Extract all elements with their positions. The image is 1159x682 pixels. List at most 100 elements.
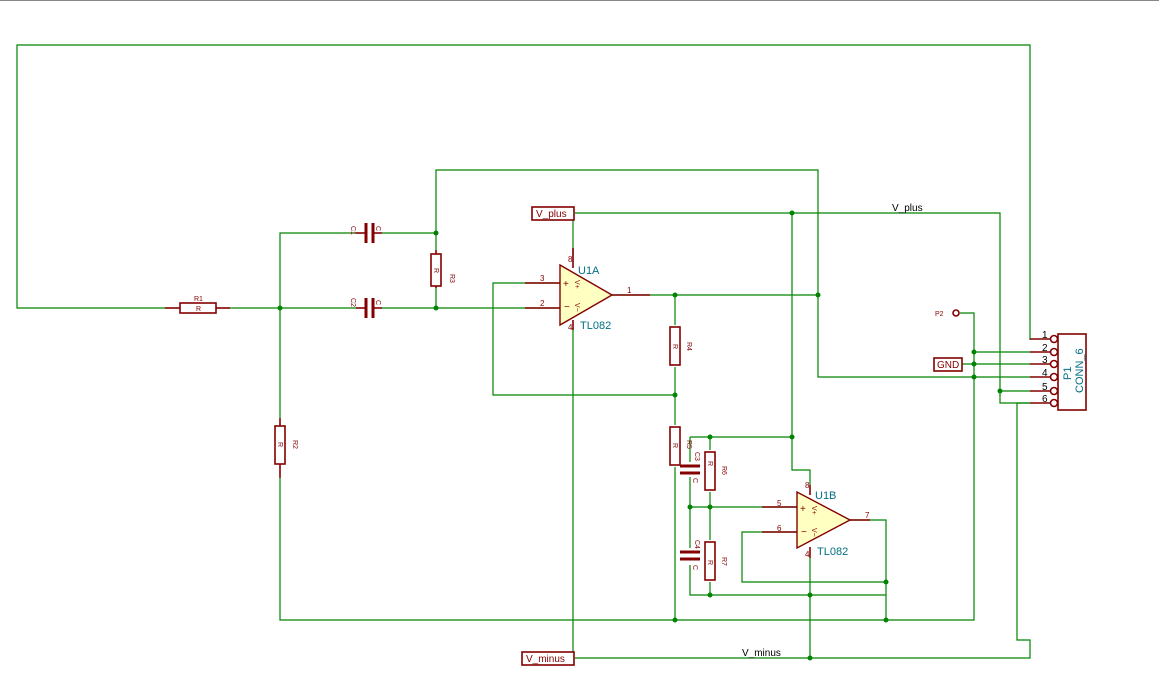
- u1a-ref: U1A: [578, 265, 600, 277]
- u1b-pin-4: 4: [805, 550, 810, 559]
- wire-r7-bottom: [689, 565, 886, 596]
- junction: [807, 592, 813, 598]
- resistor-r1[interactable]: R1 R: [165, 296, 230, 314]
- wire-r3-top: [435, 169, 1030, 378]
- r7-value: R: [706, 560, 713, 565]
- junction: [997, 388, 1003, 394]
- c4-value: C: [691, 565, 698, 570]
- resistor-r4[interactable]: R4 R: [669, 326, 692, 366]
- u1b-pin-7: 7: [865, 511, 870, 520]
- opamp-u1b[interactable]: + − V+ V− 5 6 7 8 4 U1B TL082: [762, 481, 870, 559]
- junction: [707, 592, 713, 598]
- resistor-r2[interactable]: R2 R: [274, 418, 298, 478]
- global-label-v-minus[interactable]: V_minus: [521, 651, 575, 666]
- capacitor-c4[interactable]: C4 C: [680, 540, 700, 570]
- resistor-r7[interactable]: R7 R: [704, 541, 727, 581]
- v-plus-label-text: V_plus: [536, 209, 567, 220]
- resistor-r3[interactable]: R3 R: [430, 250, 455, 288]
- r1-value: R: [196, 306, 201, 313]
- wire-vplus-bus: [575, 212, 1030, 404]
- r4-value: R: [671, 344, 678, 349]
- u1a-minus-sign: −: [564, 302, 570, 313]
- net-label-v-plus: V_plus: [892, 203, 923, 214]
- u1b-plus-sign: +: [800, 504, 806, 515]
- junction: [971, 361, 977, 367]
- global-label-gnd[interactable]: GND: [933, 357, 963, 372]
- top-border: [0, 0, 1159, 1]
- r5-ref: R5: [685, 440, 692, 449]
- connector-p1[interactable]: 1 2 3 4 5 6 P1 CONN_6: [1030, 330, 1087, 411]
- junction: [883, 617, 889, 623]
- junction: [672, 292, 678, 298]
- u1b-pin-5: 5: [777, 499, 782, 508]
- u1a-value: TL082: [580, 320, 611, 332]
- u1a-vminus: V−: [573, 303, 580, 312]
- r5-value: R: [671, 443, 678, 448]
- opamp-u1a[interactable]: + − V+ V− 3 2 1 8 4 U1A TL082: [525, 248, 650, 332]
- wire-u1b-out: [850, 519, 887, 620]
- r1-ref: R1: [194, 296, 203, 303]
- p1-pin-5: 5: [1042, 382, 1048, 393]
- u1b-vplus: V+: [810, 506, 817, 515]
- p1-pin-1: 1: [1042, 330, 1048, 341]
- junction: [707, 434, 713, 440]
- p1-ref: P1: [1062, 367, 1074, 380]
- u1a-pin-2: 2: [540, 299, 545, 308]
- u1b-minus-sign: −: [801, 527, 807, 538]
- wires: [16, 44, 1031, 659]
- resistor-r5[interactable]: R5 R: [669, 426, 692, 466]
- c3-value: C: [691, 478, 698, 483]
- u1a-pin-3: 3: [540, 274, 545, 283]
- u1a-vplus: V+: [573, 280, 580, 289]
- capacitor-c3[interactable]: C3 C: [680, 452, 700, 483]
- wire-vplus-u1b: [791, 213, 811, 485]
- c2-value: C: [374, 300, 381, 305]
- junction: [971, 349, 977, 355]
- u1a-pin-8: 8: [568, 255, 573, 264]
- u1a-plus-sign: +: [563, 279, 569, 290]
- c3-ref: C3: [693, 452, 700, 461]
- wire-p2: [960, 312, 975, 377]
- p1-pin-4: 4: [1042, 368, 1048, 379]
- wire-bottom-gnd: [279, 377, 975, 621]
- junction: [815, 292, 821, 298]
- r2-ref: R2: [291, 440, 298, 449]
- v-minus-label-text: V_minus: [526, 654, 565, 665]
- c1-ref: C1: [349, 226, 356, 235]
- u1b-pin-6: 6: [777, 524, 782, 533]
- u1b-value: TL082: [817, 546, 848, 558]
- junction: [277, 305, 283, 311]
- u1b-ref: U1B: [815, 490, 836, 502]
- wire-node-c1: [279, 232, 356, 308]
- r2-value: R: [276, 442, 283, 447]
- junction: [672, 617, 678, 623]
- capacitor-c1[interactable]: C1 C: [349, 223, 382, 243]
- junction: [789, 210, 795, 216]
- global-label-v-plus[interactable]: V_plus: [531, 206, 575, 221]
- r3-ref: R3: [448, 274, 455, 283]
- gnd-label-text: GND: [937, 360, 959, 371]
- resistor-r6[interactable]: R6 R: [704, 451, 727, 491]
- r6-value: R: [706, 461, 713, 466]
- junction: [433, 305, 439, 311]
- u1a-pin-4: 4: [568, 323, 573, 332]
- r7-ref: R7: [720, 557, 727, 566]
- u1b-vminus: V−: [810, 528, 817, 537]
- c4-ref: C4: [693, 540, 700, 549]
- p1-pin-6: 6: [1042, 394, 1048, 405]
- junction: [789, 434, 795, 440]
- c1-value: C: [374, 226, 381, 231]
- junctions: [277, 210, 1003, 661]
- r4-ref: R4: [685, 342, 692, 351]
- testpoint-p2[interactable]: P2: [935, 309, 960, 318]
- wire-vminus-bus: [575, 402, 1031, 659]
- p1-pin-2: 2: [1042, 343, 1048, 354]
- wire-outer-loop: [16, 44, 1031, 340]
- junction: [883, 579, 889, 585]
- junction: [672, 392, 678, 398]
- capacitor-c2[interactable]: C2 C: [349, 298, 382, 318]
- junction: [687, 504, 693, 510]
- c2-ref: C2: [349, 298, 356, 307]
- net-label-v-minus: V_minus: [742, 648, 781, 659]
